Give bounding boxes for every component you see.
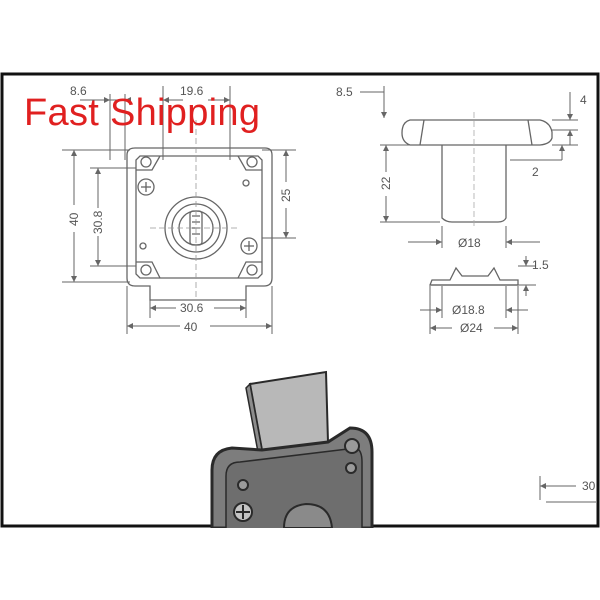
bottom-arrowhead bbox=[540, 483, 546, 489]
front-centerlines bbox=[150, 120, 240, 300]
side-view-knob bbox=[401, 112, 553, 228]
knob-flange bbox=[401, 119, 553, 146]
knob-shank bbox=[441, 145, 507, 223]
ring-arrowheads bbox=[430, 260, 529, 331]
ring-view bbox=[429, 266, 519, 286]
dim-label-30-6: 30.6 bbox=[180, 301, 204, 315]
dim-label-30-8: 30.8 bbox=[91, 210, 105, 234]
front-dimensions bbox=[62, 86, 296, 334]
lock-body-hole-left bbox=[237, 479, 249, 491]
front-plate-inner bbox=[135, 155, 263, 279]
mount-hole-top-left bbox=[140, 156, 152, 168]
dim-label-40-left: 40 bbox=[67, 212, 81, 226]
dim-label-d18: Ø18 bbox=[458, 236, 481, 250]
dim-label-4: 4 bbox=[580, 93, 587, 107]
dim-label-8-6: 8.6 bbox=[70, 84, 87, 98]
corner-notch-top-right bbox=[237, 155, 262, 171]
lock-body-inner bbox=[225, 447, 363, 528]
dim-label-d24: Ø24 bbox=[460, 321, 483, 335]
lock-body-hole-top-right bbox=[344, 438, 360, 454]
corner-notch-bottom-right bbox=[237, 261, 262, 279]
screw-left bbox=[137, 178, 155, 196]
dim-label-d18-8: Ø18.8 bbox=[452, 303, 485, 317]
technical-drawing: 8.6 19.6 40 30.8 25 30.6 40 bbox=[0, 72, 600, 528]
lock-cylinder-housing bbox=[282, 502, 334, 528]
dim-label-1-5: 1.5 bbox=[532, 258, 549, 272]
side-arrowheads bbox=[381, 112, 573, 245]
dim-label-40-bottom: 40 bbox=[184, 320, 198, 334]
mount-hole-bottom-right bbox=[246, 264, 258, 276]
lock-body-screw bbox=[233, 502, 253, 522]
dim-label-22: 22 bbox=[379, 176, 393, 190]
screw-right bbox=[240, 237, 258, 255]
lock-bolt bbox=[248, 370, 330, 452]
mount-hole-bottom-left bbox=[140, 264, 152, 276]
dim-label-2: 2 bbox=[532, 165, 539, 179]
pin-hole-left bbox=[139, 242, 147, 250]
fast-shipping-banner: Fast Shipping bbox=[24, 92, 261, 134]
corner-notch-top-left bbox=[136, 155, 161, 171]
lock-body-hole-mid-right bbox=[345, 462, 357, 474]
dim-label-19-6: 19.6 bbox=[180, 84, 204, 98]
knob-flange-ridges bbox=[419, 119, 533, 146]
lock-body-render bbox=[210, 370, 374, 528]
ring-profile bbox=[429, 266, 519, 286]
pin-hole-right bbox=[242, 179, 250, 187]
dim-label-30-partial: 30 bbox=[582, 479, 596, 493]
dim-label-8-5: 8.5 bbox=[336, 85, 353, 99]
corner-notch-bottom-left bbox=[136, 261, 161, 279]
front-arrowheads bbox=[71, 97, 289, 329]
mount-hole-top-right bbox=[246, 156, 258, 168]
dim-label-25: 25 bbox=[279, 188, 293, 202]
ring-dimensions bbox=[420, 256, 536, 334]
